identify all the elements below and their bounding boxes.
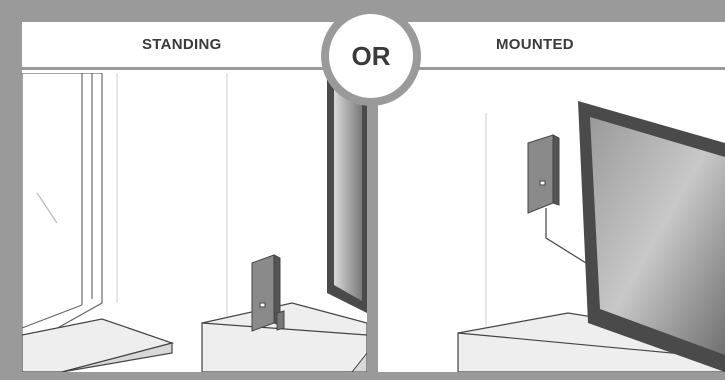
standing-antenna [251,254,285,332]
tv [578,101,725,372]
mounted-label: MOUNTED [496,36,574,53]
standing-scene [22,73,367,372]
or-label: OR [351,40,391,71]
window [22,73,103,349]
mounted-panel: MOUNTED [378,22,725,372]
window-sill [22,318,175,372]
tv [327,73,367,313]
or-divider-badge: OR [321,6,421,106]
standing-label: STANDING [142,36,222,53]
standing-header: STANDING [22,22,367,70]
standing-panel: STANDING [22,22,367,372]
mounted-antenna [527,134,587,264]
mounted-header: MOUNTED [378,22,725,70]
mounted-scene [457,101,725,372]
